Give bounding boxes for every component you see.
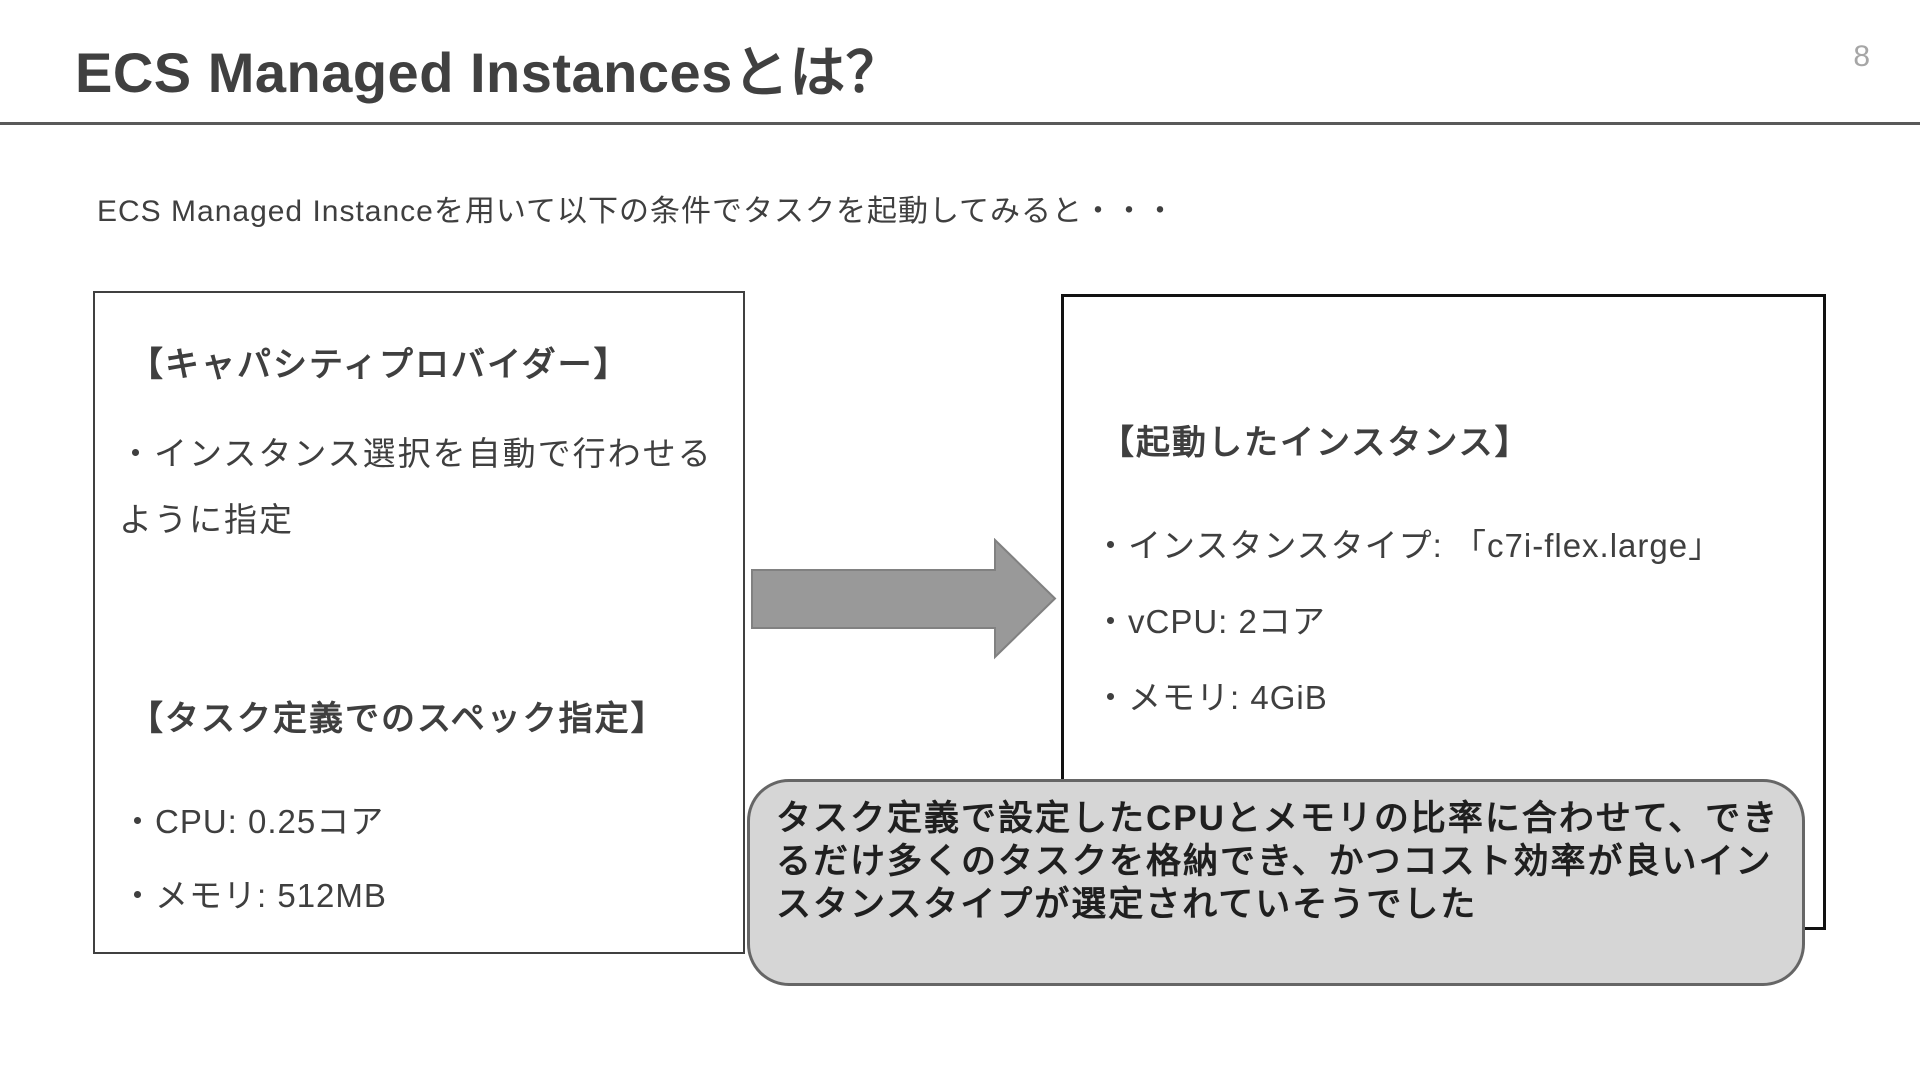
memory-item: ・メモリ: 4GiB bbox=[1094, 679, 1328, 716]
callout-line-2: るだけ多くのタスクを格納でき、かつコスト効率が良いイン bbox=[776, 842, 1773, 881]
callout-line-3: スタンスタイプが選定されていそうでした bbox=[776, 885, 1478, 924]
callout-bubble: タスク定義で設定したCPUとメモリの比率に合わせて、でき るだけ多くのタスクを格… bbox=[747, 779, 1805, 986]
task-definition-memory-item: ・メモリ: 512MB bbox=[121, 877, 387, 914]
capacity-provider-item: ・インスタンス選択を自動で行わせるように指定 bbox=[119, 435, 713, 538]
callout-line-1: タスク定義で設定したCPUとメモリの比率に合わせて、でき bbox=[776, 799, 1780, 838]
task-definition-cpu-item: ・CPU: 0.25コア bbox=[121, 803, 385, 840]
instance-type-item: ・インスタンスタイプ: 「c7i-flex.large」 bbox=[1094, 527, 1723, 564]
capacity-provider-box: 【キャパシティプロバイダー】 ・インスタンス選択を自動で行わせるように指定 【タ… bbox=[93, 291, 745, 954]
callout-text: タスク定義で設定したCPUとメモリの比率に合わせて、でき るだけ多くのタスクを格… bbox=[750, 782, 1802, 926]
intro-text: ECS Managed Instanceを用いて以下の条件でタスクを起動してみる… bbox=[97, 195, 1177, 228]
title-divider bbox=[0, 122, 1920, 125]
task-definition-spec-heading: 【タスク定義でのスペック指定】 bbox=[129, 700, 667, 738]
page-number: 8 bbox=[1853, 40, 1870, 73]
page-title: ECS Managed Instancesとは？ bbox=[75, 41, 903, 104]
vcpu-item: ・vCPU: 2コア bbox=[1094, 603, 1326, 640]
capacity-provider-heading: 【キャパシティプロバイダー】 bbox=[129, 346, 630, 384]
right-arrow-icon bbox=[750, 537, 1060, 660]
launched-instance-heading: 【起動したインスタンス】 bbox=[1100, 424, 1531, 462]
